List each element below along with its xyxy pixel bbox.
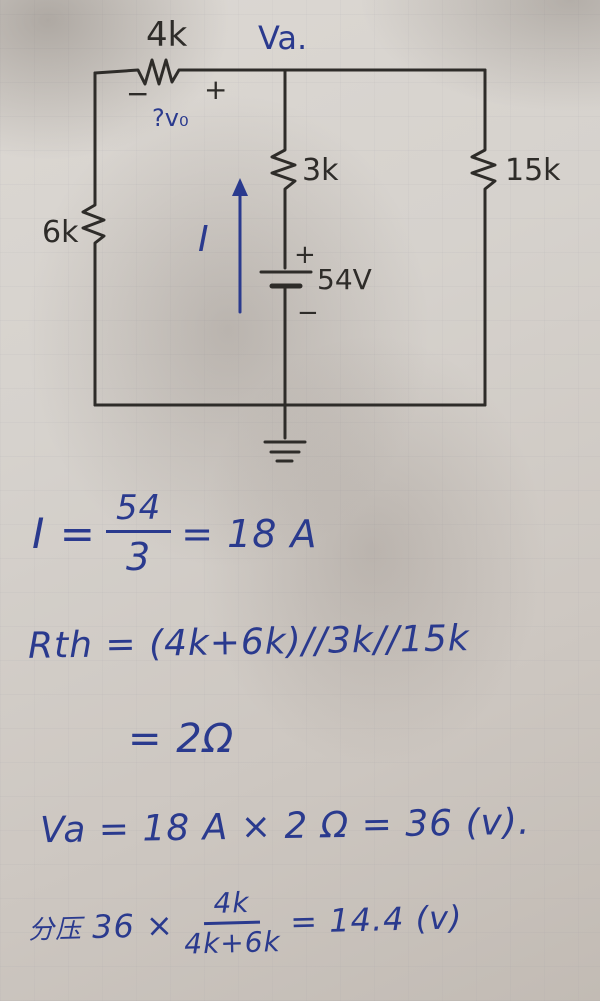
vo-label: ?v₀ [152,104,189,132]
resistor-15k-label: 15k [505,153,561,188]
eq1-denominator: 3 [125,535,152,579]
circuit-diagram [81,58,497,463]
equation-rth-result: = 2Ω [128,716,234,762]
eq1-numerator: 54 [105,488,172,533]
current-label: I [198,219,209,260]
equation-rth: Rth = (4k+6k)//3k//15k [28,618,470,667]
battery-minus-sign: − [297,298,319,328]
resistor-4k-label: 4k [146,15,188,55]
eq5-suffix: = 14.4 (v) [289,897,463,941]
eq5-mid: 36 × [91,905,175,946]
eq5-fraction: 4k 4k+6k [183,885,281,961]
left-wire-and-resistor-6k [81,71,106,407]
resistor-6k-label: 6k [42,215,79,250]
vo-minus-sign: − [126,77,150,110]
vo-plus-sign: + [204,73,228,106]
eq1-rhs: = 18 A [181,511,318,556]
eq5-prefix: 分压 [27,914,83,946]
eq4-text: Va = 18 A × 2 Ω = 36 (v). [39,801,531,852]
middle-wire-and-resistor-3k [270,68,297,270]
top-wire-and-resistor-4k [93,58,487,86]
eq1-fraction: 54 3 [105,488,172,579]
eq3-text: = 2Ω [128,716,235,762]
equation-voltage-divider: 分压 36 × 4k 4k+6k = 14.4 (v) [27,880,463,964]
node-va-label: Va. [258,19,308,57]
battery-voltage-label: 54V [317,263,372,296]
resistor-3k-label: 3k [302,153,339,188]
eq5-denominator: 4k+6k [183,925,282,961]
equation-va: Va = 18 A × 2 Ω = 36 (v). [40,802,531,852]
current-arrow [232,178,248,314]
eq2-text: Rth = (4k+6k)//3k//15k [27,618,471,667]
battery-plus-sign: + [294,240,316,270]
eq5-numerator: 4k [203,885,261,926]
equation-current: I = 54 3 = 18 A [32,488,318,579]
eq1-lhs: I = [32,509,96,558]
right-wire-and-resistor-15k [470,68,497,407]
